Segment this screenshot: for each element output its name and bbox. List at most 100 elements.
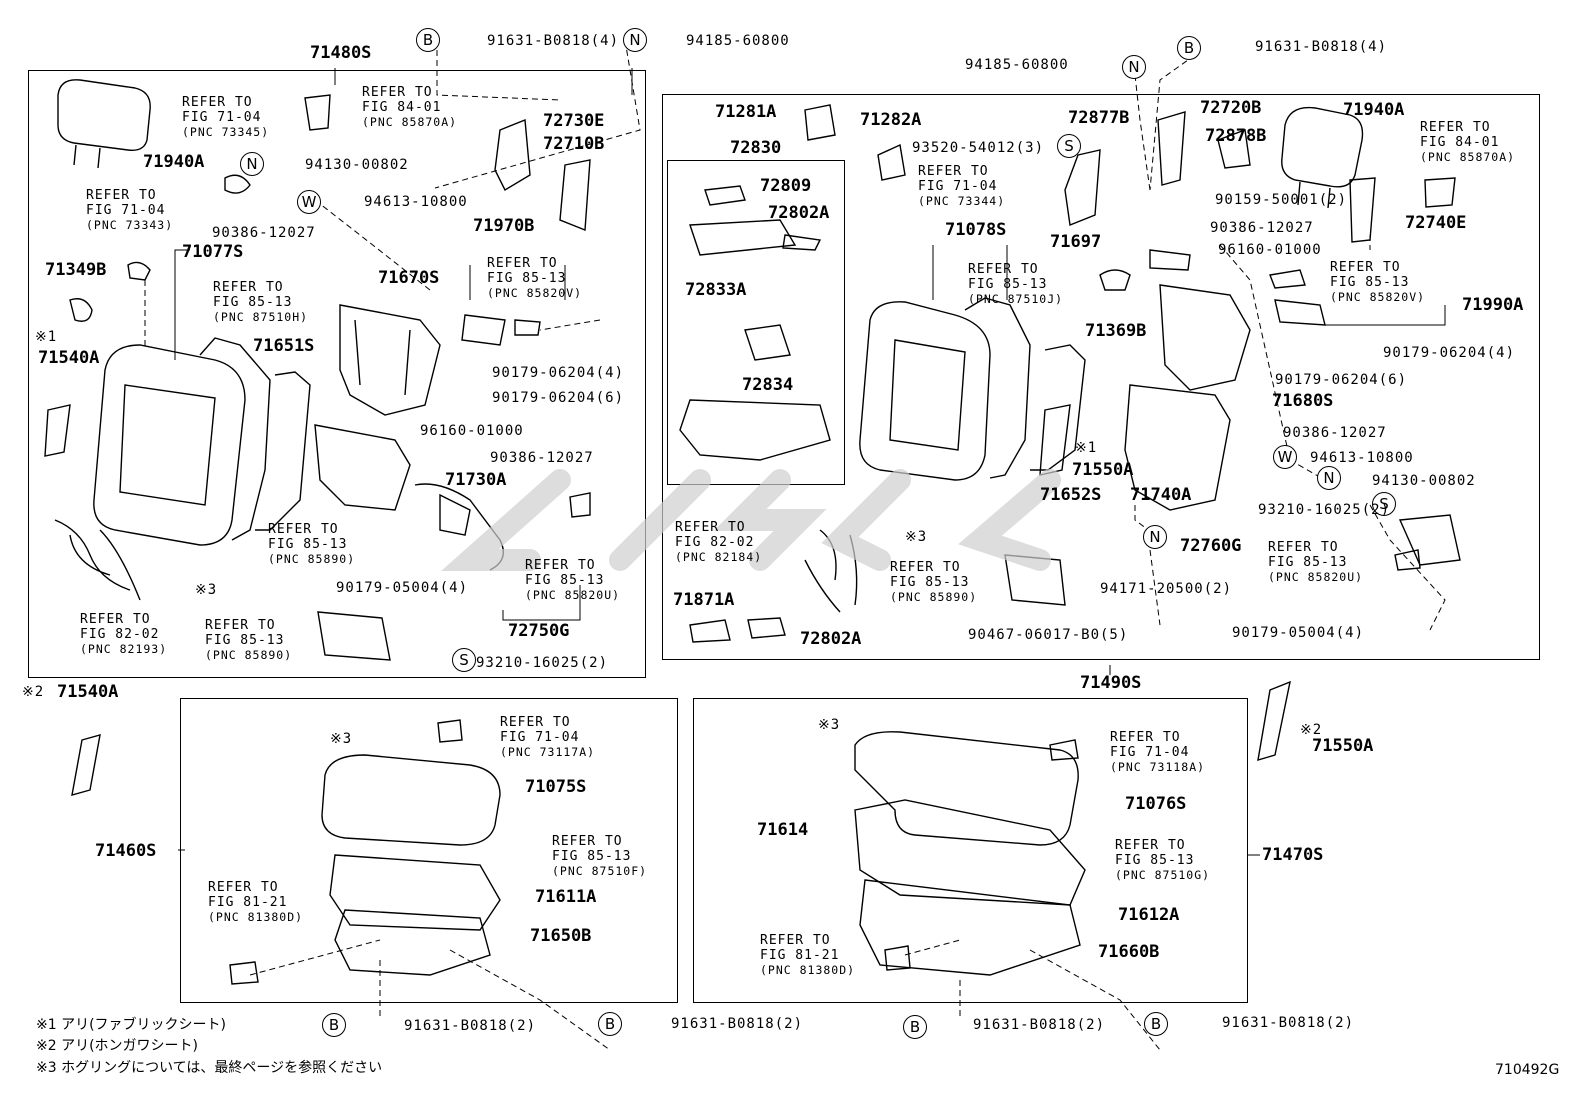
part-71970B[interactable]: 71970B	[473, 216, 535, 236]
part-71077S[interactable]: 71077S	[182, 242, 244, 262]
part-90179-05004[interactable]: 90179-05004(4)	[1232, 625, 1365, 641]
part-71652S[interactable]: 71652S	[1040, 485, 1102, 505]
part-71660B[interactable]: 71660B	[1098, 942, 1160, 962]
part-90179-06204-6[interactable]: 90179-06204(6)	[1275, 372, 1408, 388]
part-94130-00802[interactable]: 94130-00802	[1372, 473, 1476, 489]
part-91631-B0818[interactable]: 91631-B0818(4)	[1255, 39, 1388, 55]
part-71078S[interactable]: 71078S	[945, 220, 1007, 240]
part-71611A[interactable]: 71611A	[535, 887, 597, 907]
part-91631-B0818[interactable]: 91631-B0818(4)	[487, 33, 620, 49]
part-71076S[interactable]: 71076S	[1125, 794, 1187, 814]
part-71871A[interactable]: 71871A	[673, 590, 735, 610]
part-71697[interactable]: 71697	[1050, 232, 1102, 252]
part-72802A-b[interactable]: 72802A	[800, 629, 862, 649]
part-71670S[interactable]: 71670S	[378, 268, 440, 288]
part-96160-01000[interactable]: 96160-01000	[420, 423, 524, 439]
footnote-3: ※3 ホグリングについては、最終ページを参照ください	[36, 1060, 383, 1076]
part-94613-10800[interactable]: 94613-10800	[364, 194, 468, 210]
part-72740E[interactable]: 72740E	[1405, 213, 1467, 233]
part-90159-50001[interactable]: 90159-50001(2)	[1215, 192, 1348, 208]
part-71650B[interactable]: 71650B	[530, 926, 592, 946]
assembly-71480S[interactable]: 71480S	[310, 43, 372, 63]
part-71075S[interactable]: 71075S	[525, 777, 587, 797]
part-72730E[interactable]: 72730E	[543, 111, 605, 131]
part-72878B[interactable]: 72878B	[1205, 126, 1267, 146]
part-90179-05004[interactable]: 90179-05004(4)	[336, 580, 469, 596]
part-72834[interactable]: 72834	[742, 375, 794, 395]
part-71730A[interactable]: 71730A	[445, 470, 507, 490]
part-72720B[interactable]: 72720B	[1200, 98, 1262, 118]
part-90179-06204-4[interactable]: 90179-06204(4)	[1383, 345, 1516, 361]
part-90386-12027-b[interactable]: 90386-12027	[490, 450, 594, 466]
part-71540A-leather[interactable]: 71540A	[57, 682, 119, 702]
part-91631-B0818-2[interactable]: 91631-B0818(2)	[404, 1018, 537, 1034]
part-71550A-leather[interactable]: 71550A	[1312, 736, 1374, 756]
part-72760G[interactable]: 72760G	[1180, 536, 1242, 556]
part-96160-01000[interactable]: 96160-01000	[1218, 242, 1322, 258]
part-90179-06204-6[interactable]: 90179-06204(6)	[492, 390, 625, 406]
part-91631-B0818-2[interactable]: 91631-B0818(2)	[671, 1016, 804, 1032]
part-94185-60800[interactable]: 94185-60800	[965, 57, 1069, 73]
part-71740A[interactable]: 71740A	[1130, 485, 1192, 505]
part-90386-12027[interactable]: 90386-12027	[1210, 220, 1314, 236]
part-94171-20500[interactable]: 94171-20500(2)	[1100, 581, 1233, 597]
part-90179-06204-4[interactable]: 90179-06204(4)	[492, 365, 625, 381]
part-71282A[interactable]: 71282A	[860, 110, 922, 130]
part-91631-B0818-2[interactable]: 91631-B0818(2)	[973, 1017, 1106, 1033]
part-93210-16025[interactable]: 93210-16025(2)	[476, 655, 609, 671]
part-94130-00802[interactable]: 94130-00802	[305, 157, 409, 173]
assembly-71470S[interactable]: 71470S	[1262, 845, 1324, 865]
part-71680S[interactable]: 71680S	[1272, 391, 1334, 411]
part-71651S[interactable]: 71651S	[253, 336, 315, 356]
part-72750G[interactable]: 72750G	[508, 621, 570, 641]
part-72809[interactable]: 72809	[760, 176, 812, 196]
assembly-71460S[interactable]: 71460S	[95, 841, 157, 861]
part-71550A[interactable]: 71550A	[1072, 460, 1134, 480]
part-94185-60800[interactable]: 94185-60800	[686, 33, 790, 49]
part-71940A[interactable]: 71940A	[1343, 100, 1405, 120]
part-71281A[interactable]: 71281A	[715, 102, 777, 122]
part-90386-12027[interactable]: 90386-12027	[212, 225, 316, 241]
part-93210-16025[interactable]: 93210-16025(2)	[1258, 502, 1391, 518]
part-90467-06017-B0[interactable]: 90467-06017-B0(5)	[968, 627, 1129, 643]
part-72710B[interactable]: 72710B	[543, 134, 605, 154]
part-71614[interactable]: 71614	[757, 820, 809, 840]
part-72830[interactable]: 72830	[730, 138, 782, 158]
part-90386-12027-b[interactable]: 90386-12027	[1283, 425, 1387, 441]
part-72833A[interactable]: 72833A	[685, 280, 747, 300]
part-71540A[interactable]: 71540A	[38, 348, 100, 368]
part-71349B[interactable]: 71349B	[45, 260, 107, 280]
part-71940A[interactable]: 71940A	[143, 152, 205, 172]
part-71369B[interactable]: 71369B	[1085, 321, 1147, 341]
part-91631-B0818-2[interactable]: 91631-B0818(2)	[1222, 1015, 1355, 1031]
part-71612A[interactable]: 71612A	[1118, 905, 1180, 925]
part-94613-10800[interactable]: 94613-10800	[1310, 450, 1414, 466]
part-71990A[interactable]: 71990A	[1462, 295, 1524, 315]
part-72877B[interactable]: 72877B	[1068, 108, 1130, 128]
part-93520-54012[interactable]: 93520-54012(3)	[912, 140, 1045, 156]
assembly-71490S[interactable]: 71490S	[1080, 673, 1142, 693]
part-72802A[interactable]: 72802A	[768, 203, 830, 223]
